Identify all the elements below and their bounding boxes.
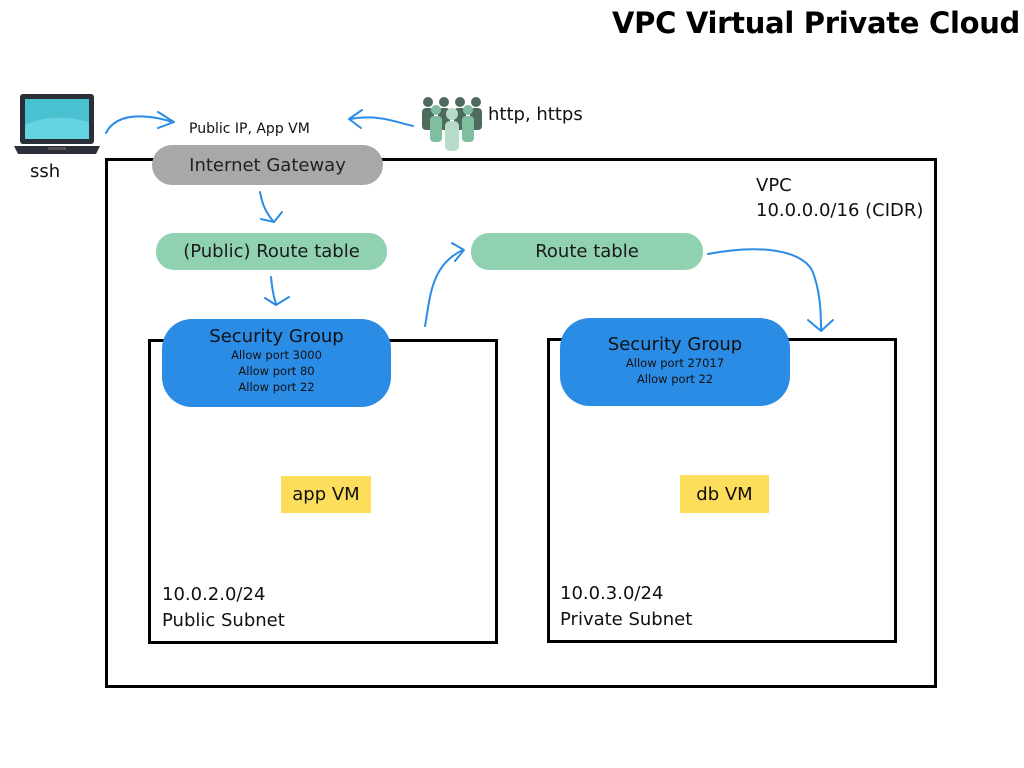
arrow-route-table-to-private — [707, 248, 822, 331]
arrow-route-table-to-sg — [270, 276, 277, 305]
db-vm: db VM — [680, 475, 769, 513]
route-table: Route table — [471, 233, 703, 270]
diagram-title: VPC Virtual Private Cloud — [612, 6, 1021, 40]
public-subnet-name: Public Subnet — [162, 610, 285, 631]
public-sg-rule: Allow port 80 — [238, 364, 315, 378]
app-vm: app VM — [281, 476, 371, 513]
arrowhead — [260, 211, 283, 223]
public-sg-rule: Allow port 22 — [238, 380, 315, 394]
public-subnet-cidr: 10.0.2.0/24 — [162, 584, 266, 605]
users-label: http, https — [488, 104, 583, 125]
arrowhead — [157, 111, 175, 129]
private-subnet-name: Private Subnet — [560, 609, 693, 630]
arrowhead — [451, 242, 465, 262]
arrow-laptop-to-gateway — [105, 115, 174, 134]
vpc-box — [105, 158, 937, 688]
arrow-subnet-to-route-table — [424, 249, 464, 327]
private-sg-title: Security Group — [607, 334, 743, 355]
public-route-table: (Public) Route table — [156, 233, 387, 270]
public-sg-rule: Allow port 3000 — [231, 348, 322, 362]
arrowhead — [807, 319, 834, 332]
vpc-cidr: 10.0.0.0/16 (CIDR) — [756, 200, 924, 221]
public-security-group: Security Group Allow port 3000 Allow por… — [162, 319, 391, 407]
internet-gateway: Internet Gateway — [152, 145, 383, 185]
client-label: ssh — [30, 161, 61, 182]
laptop-icon — [12, 92, 102, 160]
arrow-users-to-gateway — [349, 116, 414, 127]
public-sg-title: Security Group — [209, 326, 344, 347]
arrowhead — [264, 296, 290, 306]
private-sg-rule: Allow port 27017 — [625, 356, 725, 370]
private-security-group: Security Group Allow port 27017 Allow po… — [560, 318, 790, 406]
arrowhead — [348, 109, 363, 129]
users-group-icon — [418, 94, 486, 152]
arrow-gateway-to-route-table — [259, 191, 274, 222]
gateway-caption: Public IP, App VM — [189, 121, 310, 137]
vpc-name: VPC — [756, 175, 792, 196]
private-subnet-cidr: 10.0.3.0/24 — [560, 583, 664, 604]
private-sg-rule: Allow port 22 — [636, 372, 714, 386]
